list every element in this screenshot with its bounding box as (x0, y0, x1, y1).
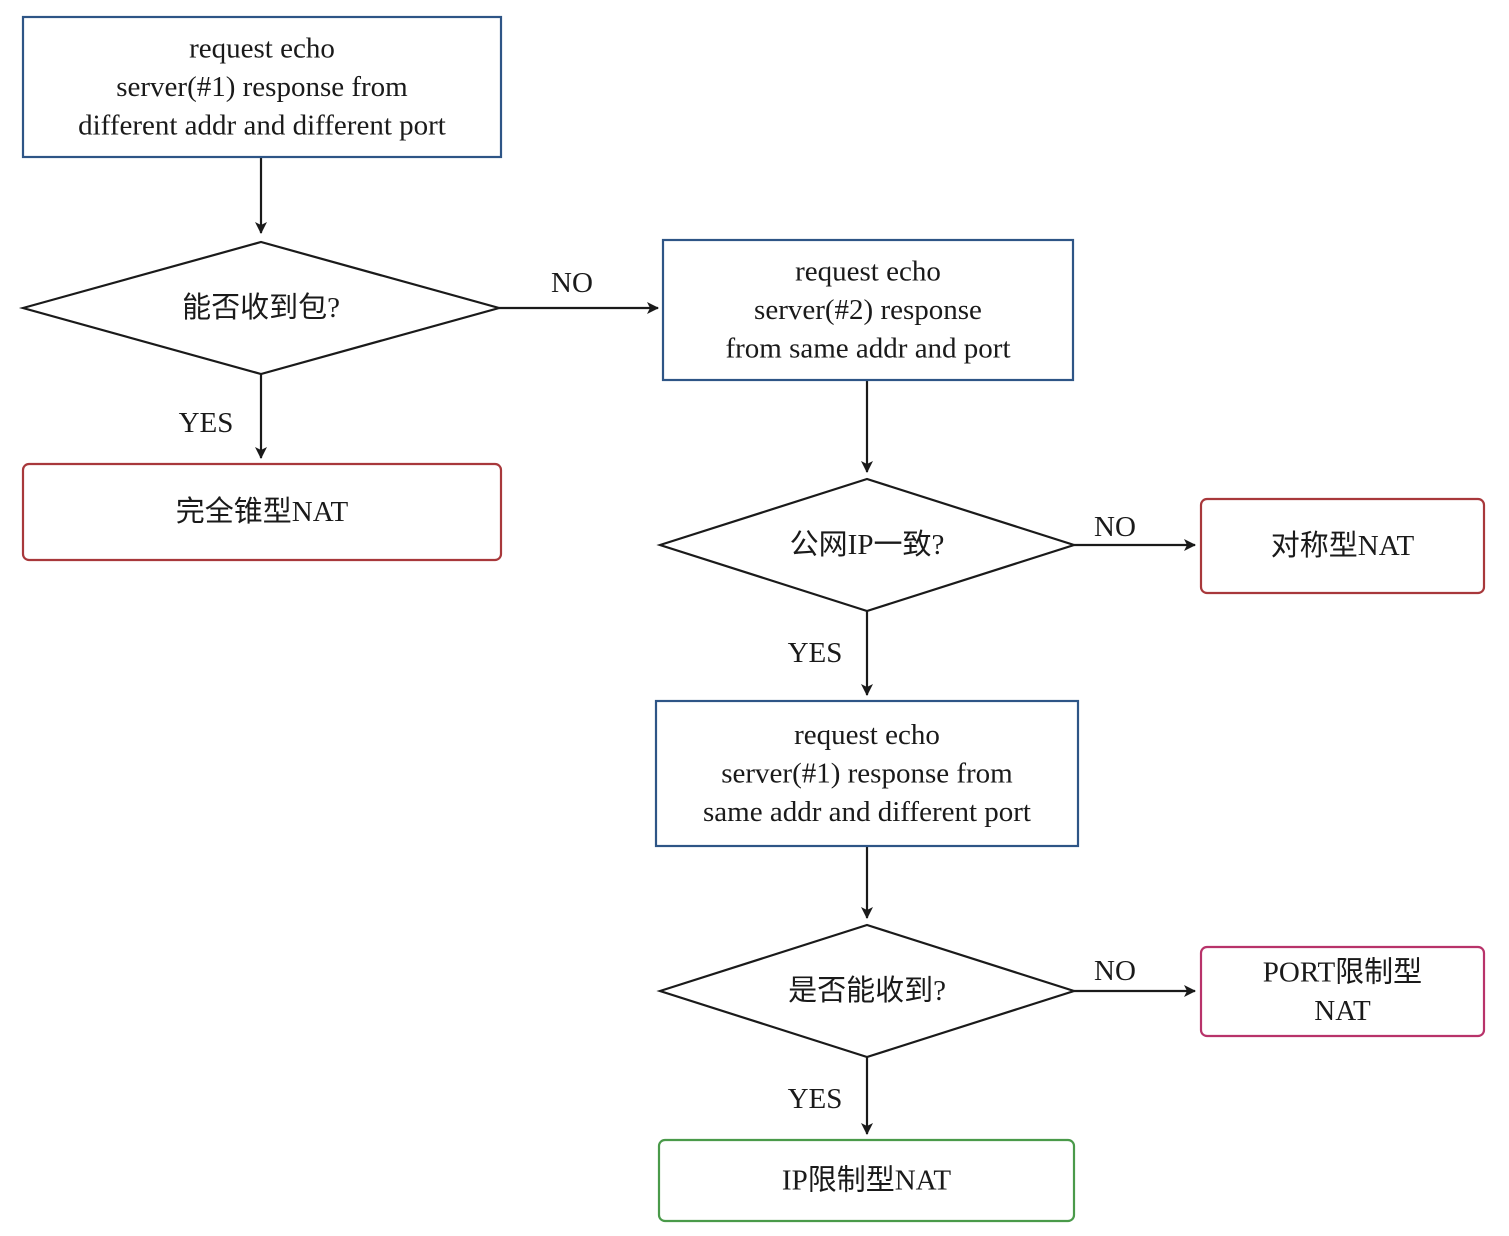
node-text-line: 完全锥型NAT (176, 495, 349, 528)
edge-labels-layer: YES NO NO YES NO YES (179, 267, 1136, 1115)
result-box-port-restricted: PORT限制型 NAT (1199, 945, 1486, 1038)
result-box-symmetric: 对称型NAT (1199, 497, 1486, 595)
node-shape (656, 477, 1078, 613)
node-text-line: IP限制型NAT (782, 1164, 951, 1197)
node-shape (657, 1138, 1076, 1223)
node-shape (1199, 945, 1486, 1038)
node-text-line: request echo (794, 719, 940, 751)
edge-label-yes: YES (788, 1083, 843, 1115)
node-shape (656, 923, 1078, 1059)
node-text-line: 是否能收到? (788, 974, 946, 1007)
node-text-line: request echo (189, 33, 335, 65)
result-box-full-cone: 完全锥型NAT (21, 462, 503, 562)
node-text-line: server(#1) response from (721, 758, 1013, 790)
node-text-line: 公网IP一致? (790, 528, 945, 561)
node-text-line: NAT (1314, 995, 1371, 1027)
edge-label-no: NO (551, 267, 593, 299)
node-text-line: from same addr and port (725, 333, 1010, 365)
process-box-request1: request echo server(#1) response from diff… (21, 15, 503, 159)
node-text-line: PORT限制型 (1263, 955, 1422, 988)
node-text-line: request echo (795, 256, 941, 288)
edge-label-yes: YES (788, 637, 843, 669)
node-shape (18, 240, 504, 376)
process-box-request3: request echo server(#1) response from same… (654, 699, 1080, 848)
edge-label-no: NO (1094, 511, 1136, 543)
node-shape (661, 238, 1075, 382)
edge-label-yes: YES (179, 407, 234, 439)
node-shape (21, 15, 503, 159)
result-box-ip-restricted: IP限制型NAT (657, 1138, 1076, 1223)
node-shape (21, 462, 503, 562)
nodes-layer: request echo server(#1) response from diff… (18, 15, 1486, 1223)
edges-layer (255, 157, 1196, 1135)
node-shape (1199, 497, 1486, 595)
node-text-line: different addr and different port (78, 110, 446, 142)
decision-decision1: 能否收到包? (18, 240, 504, 376)
node-text-line: 对称型NAT (1271, 529, 1415, 562)
node-text-line: 能否收到包? (182, 291, 340, 324)
decision-decision2: 公网IP一致? (656, 477, 1078, 613)
edge-label-no: NO (1094, 955, 1136, 987)
node-text-line: server(#2) response (754, 294, 982, 326)
node-shape (654, 699, 1080, 848)
decision-decision3: 是否能收到? (656, 923, 1078, 1059)
node-text-line: same addr and different port (703, 796, 1031, 828)
node-text-line: server(#1) response from (116, 71, 408, 103)
process-box-request2: request echo server(#2) response from same… (661, 238, 1075, 382)
